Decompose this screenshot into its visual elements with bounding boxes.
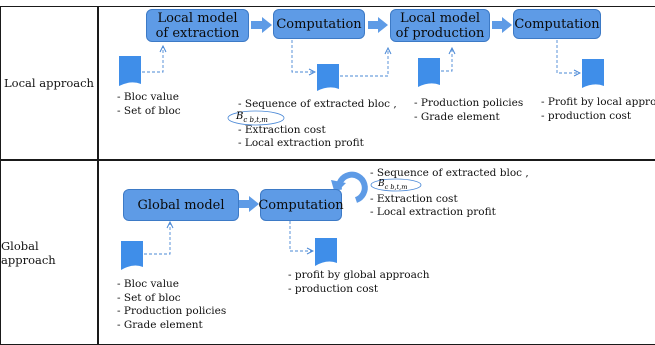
list-item: - Production policies (414, 97, 524, 109)
local-approach-label: Local approach (0, 6, 98, 160)
local-inputs-list: - Bloc value - Set of bloc (117, 91, 181, 118)
box-label-line: of extraction (155, 25, 240, 41)
list-item: - Production policies (117, 305, 227, 317)
local-production-list: - Production policies - Grade element (414, 97, 523, 124)
local-final-computation-box[interactable]: Computation (513, 9, 601, 39)
list-item: - Local extraction profit (238, 137, 364, 149)
local-computation-box[interactable]: Computation (273, 9, 365, 39)
list-item: - production cost (541, 109, 632, 122)
block-arrow-3 (492, 17, 512, 33)
box-label-line: of production (395, 25, 485, 41)
block-arrow-4 (238, 196, 259, 212)
dashed-connector (289, 221, 313, 251)
global-result-list: - profit by global approach - production… (288, 269, 430, 296)
document-icon (119, 56, 141, 86)
document-icon (121, 241, 143, 270)
formula-label: Bc b,t,m (378, 179, 407, 193)
formula-label: Bc b,t,m (236, 111, 268, 126)
local-model-extraction-box[interactable]: Local model of extraction (146, 9, 249, 42)
global-computation-outputs-list: - Sequence of extracted bloc , - Extract… (370, 167, 529, 219)
local-result-list: - Profit by local approach - production … (541, 96, 655, 123)
formula-highlight (227, 110, 285, 126)
dashed-connector (556, 40, 580, 73)
formula-highlight (370, 178, 422, 192)
list-item: - Local extraction profit (370, 206, 496, 218)
box-label-line: Local model (157, 10, 238, 26)
document-icon (315, 238, 337, 266)
document-icon (418, 58, 440, 87)
block-arrow-2 (368, 17, 388, 33)
global-approach-label: Global approach (0, 160, 98, 345)
global-inputs-list: - Bloc value - Set of bloc - Production … (117, 278, 226, 332)
list-item: - Profit by local approach (541, 96, 655, 108)
document-icon (317, 64, 339, 91)
box-label-line: Local model (399, 10, 481, 26)
formula-base: B (236, 111, 244, 122)
list-item: - Bloc value (117, 278, 180, 290)
list-spacer (238, 111, 397, 124)
dashed-connector (144, 222, 170, 255)
list-item: - Set of bloc (117, 104, 181, 117)
list-item: - Extraction cost (370, 193, 458, 205)
list-item: - Grade element (414, 110, 500, 123)
dashed-connector (142, 46, 163, 73)
dashed-connector (340, 48, 388, 77)
list-item: - Grade element (117, 318, 203, 331)
formula-subscript: c b,t,m (384, 182, 408, 191)
formula-subscript: c b,t,m (243, 116, 268, 124)
list-item: - profit by global approach (288, 269, 430, 281)
global-model-box[interactable]: Global model (123, 189, 239, 221)
formula-base: B (378, 179, 385, 189)
list-item: - Extraction cost (238, 124, 326, 136)
list-item: - Sequence of extracted bloc , (370, 167, 529, 179)
global-computation-box[interactable]: Computation (258, 189, 344, 221)
dashed-connector (441, 48, 452, 72)
list-spacer (370, 180, 529, 193)
list-item: - Bloc value (117, 91, 180, 103)
list-item: - Set of bloc (117, 291, 181, 304)
dashed-connector (291, 40, 315, 72)
document-icon (582, 59, 604, 88)
block-arrow-1 (251, 17, 272, 33)
list-item: - production cost (288, 282, 379, 295)
local-model-production-box[interactable]: Local model of production (390, 9, 490, 42)
list-item: - Sequence of extracted bloc , (238, 98, 397, 110)
local-computation-outputs-list: - Sequence of extracted bloc , - Extract… (238, 98, 397, 150)
